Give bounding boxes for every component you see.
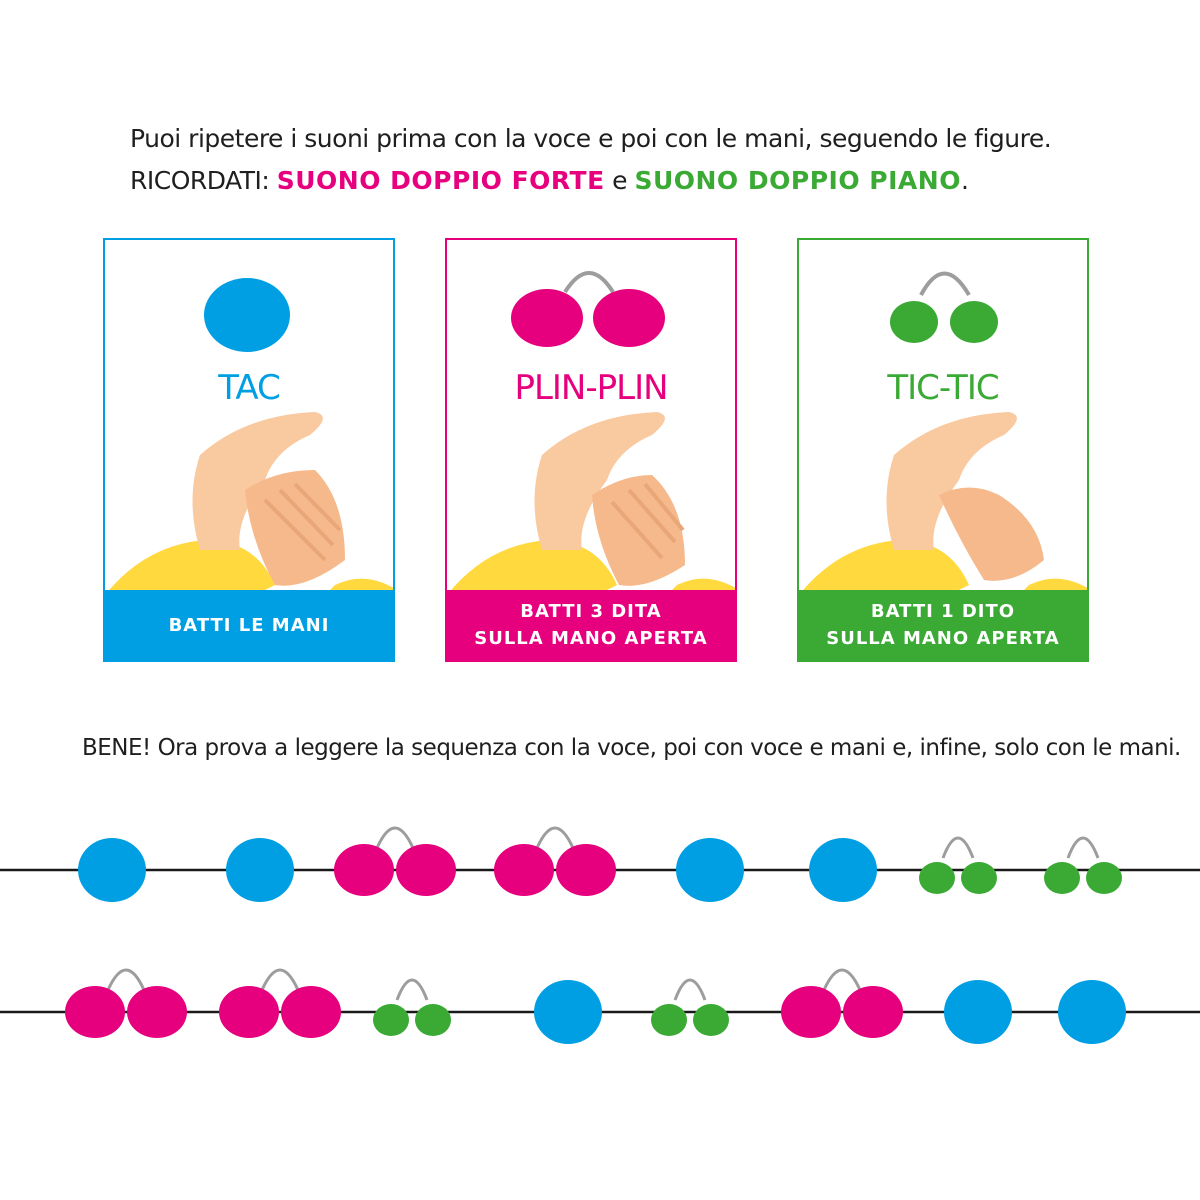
instruction-line-2: RICORDATI: SUONO DOPPIO FORTE e SUONO DO…	[130, 160, 1051, 202]
sequence-symbol-plin	[334, 826, 456, 896]
caption-line-2: SULLA MANO APERTA	[474, 628, 708, 649]
reminder-label: RICORDATI:	[130, 166, 277, 195]
soft-double-sound-symbol	[890, 271, 998, 343]
sequence-instruction: BENE! Ora prova a leggere la sequenza co…	[82, 735, 1181, 761]
sound-name: TIC-TIC	[887, 368, 999, 408]
instruction-line-1: Puoi ripetere i suoni prima con la voce …	[130, 124, 1052, 153]
loud-double-sound-symbol	[511, 271, 665, 347]
caption-line-1: BATTI 1 DITO	[870, 601, 1016, 622]
sequence-symbol-tic	[919, 836, 997, 894]
rhythm-sequence	[0, 826, 1200, 1044]
caption-line-1: BATTI LE MANI	[168, 614, 330, 636]
sequence-symbol-plin	[494, 826, 616, 896]
card-caption: BATTI 3 DITA SULLA MANO APERTA	[447, 590, 735, 660]
card-caption: BATTI 1 DITO SULLA MANO APERTA	[799, 590, 1087, 660]
caption-line-2: SULLA MANO APERTA	[826, 628, 1060, 649]
sequence-symbol-tac	[1058, 980, 1126, 1044]
sequence-symbol-plin	[65, 968, 187, 1038]
sequence-symbol-tic	[1044, 836, 1122, 894]
loud-double-sound-label: SUONO DOPPIO FORTE	[276, 166, 605, 195]
sequence-symbol-tac	[78, 838, 146, 902]
sequence-symbol-tac	[534, 980, 602, 1044]
sequence-symbol-tac	[944, 980, 1012, 1044]
sequence-symbol-tac	[226, 838, 294, 902]
card-tic-tic: TIC-TIC BATTI 1 DITO SULLA MANO APERTA	[797, 238, 1089, 662]
instructions: Puoi ripetere i suoni prima con la voce …	[130, 118, 1052, 202]
sequence-symbol-plin	[219, 968, 341, 1038]
sequence-row-2	[0, 968, 1200, 1044]
sequence-symbol-tac	[809, 838, 877, 902]
sequence-symbol-tac	[676, 838, 744, 902]
card-tac: TAC BATTI LE MANI	[103, 238, 395, 662]
card-plin-plin: PLIN-PLIN BATTI 3 DITA SULLA MANO APERTA	[445, 238, 737, 662]
soft-double-sound-label: SUONO DOPPIO PIANO	[634, 166, 961, 195]
card-caption: BATTI LE MANI	[105, 590, 393, 660]
sequence-symbol-tic	[651, 978, 729, 1036]
sequence-symbol-tic	[373, 978, 451, 1036]
sequence-symbol-plin	[781, 968, 903, 1038]
sequence-row-1	[0, 826, 1200, 902]
caption-line-1: BATTI 3 DITA	[520, 601, 662, 622]
clapping-hands-illustration	[105, 412, 393, 595]
single-sound-symbol	[204, 278, 290, 352]
reminder-period: .	[960, 166, 969, 195]
sound-name: TAC	[218, 368, 281, 408]
sound-name: PLIN-PLIN	[514, 368, 668, 408]
reminder-connector: e	[604, 166, 635, 195]
